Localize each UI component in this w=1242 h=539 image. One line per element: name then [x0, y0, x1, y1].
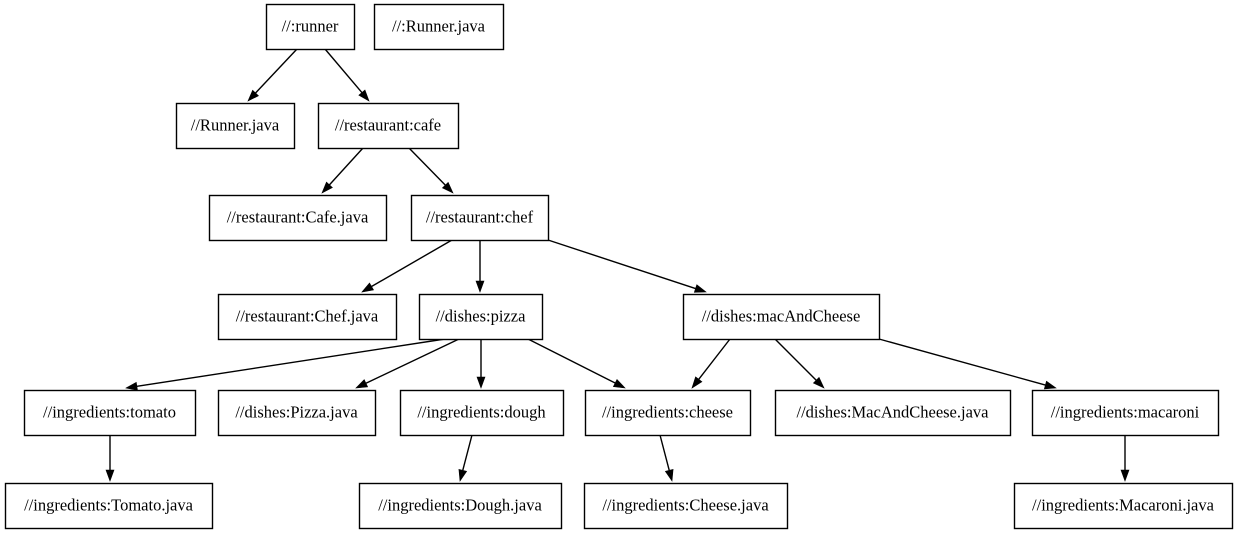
node-label: //ingredients:Cheese.java [602, 495, 769, 514]
graph-node[interactable]: //ingredients:tomato [23, 389, 197, 437]
node-label: //ingredients:macaroni [1051, 402, 1200, 421]
graph-edge [527, 338, 626, 389]
node-box[interactable] [265, 3, 356, 51]
graph-node[interactable]: //Runner.java [175, 102, 296, 150]
node-label: //restaurant:chef [426, 207, 534, 226]
node-label: //restaurant:Chef.java [236, 306, 379, 325]
graph-edge [355, 338, 460, 389]
edges-layer [105, 48, 1130, 482]
graph-node[interactable]: //dishes:MacAndCheese.java [774, 389, 1012, 437]
node-box[interactable] [399, 389, 565, 437]
graph-node[interactable]: //ingredients:Tomato.java [4, 482, 214, 530]
graph-node[interactable]: //dishes:macAndCheese [682, 293, 881, 341]
node-label: //ingredients:Dough.java [378, 495, 542, 514]
graph-edge [774, 338, 825, 389]
node-label: //ingredients:tomato [43, 402, 176, 421]
graph-edge [458, 434, 473, 482]
graph-node[interactable]: //:Runner.java [373, 3, 505, 51]
graph-edge [105, 435, 115, 482]
graph-edge [321, 147, 364, 194]
graph-edge [475, 240, 485, 293]
node-box[interactable] [418, 293, 544, 341]
graph-edge [247, 48, 298, 102]
graph-node[interactable]: //ingredients:macaroni [1031, 389, 1220, 437]
node-box[interactable] [1013, 482, 1234, 530]
node-box[interactable] [373, 3, 505, 51]
graph-edge [361, 239, 453, 293]
graph-node[interactable]: //dishes:pizza [418, 293, 544, 341]
graph-edge [1120, 435, 1130, 482]
node-box[interactable] [217, 389, 377, 437]
node-label: //dishes:MacAndCheese.java [797, 402, 990, 421]
node-box[interactable] [23, 389, 197, 437]
graph-node[interactable]: //restaurant:Chef.java [217, 293, 398, 341]
node-label: //dishes:macAndCheese [702, 306, 861, 325]
graph-edge [659, 434, 674, 482]
node-box[interactable] [358, 482, 563, 530]
node-label: //ingredients:dough [417, 402, 546, 421]
graph-edge [476, 339, 486, 389]
node-label: //dishes:pizza [436, 306, 526, 325]
graph-node[interactable]: //:runner [265, 3, 356, 51]
graph-node[interactable]: //ingredients:Dough.java [358, 482, 563, 530]
graph-node[interactable]: //restaurant:Cafe.java [208, 194, 388, 242]
node-box[interactable] [682, 293, 881, 341]
graph-node[interactable]: //ingredients:Macaroni.java [1013, 482, 1234, 530]
node-box[interactable] [410, 194, 550, 242]
graph-edge [408, 147, 454, 194]
node-label: //ingredients:Macaroni.java [1032, 495, 1215, 514]
node-label: //Runner.java [191, 115, 280, 134]
graph-edge [547, 239, 707, 293]
node-box[interactable] [4, 482, 214, 530]
node-box[interactable] [774, 389, 1012, 437]
graph-node[interactable]: //ingredients:dough [399, 389, 565, 437]
node-label: //:runner [282, 16, 339, 35]
node-box[interactable] [584, 389, 752, 437]
node-box[interactable] [1031, 389, 1220, 437]
node-label: //ingredients:Tomato.java [24, 495, 194, 514]
graph-edge [878, 338, 1057, 390]
graph-node[interactable]: //restaurant:chef [410, 194, 550, 242]
graph-edge [324, 48, 370, 102]
graph-node[interactable]: //ingredients:Cheese.java [583, 482, 789, 530]
node-label: //restaurant:cafe [335, 115, 441, 134]
node-box[interactable] [208, 194, 388, 242]
node-label: //restaurant:Cafe.java [227, 207, 369, 226]
node-box[interactable] [217, 293, 398, 341]
graph-node[interactable]: //restaurant:cafe [317, 102, 460, 150]
node-label: //dishes:Pizza.java [235, 402, 358, 421]
node-box[interactable] [317, 102, 460, 150]
node-box[interactable] [175, 102, 296, 150]
graph-node[interactable]: //dishes:Pizza.java [217, 389, 377, 437]
nodes-layer: //:runner //:Runner.java //Runner.java //re… [4, 3, 1234, 530]
graph-node[interactable]: //ingredients:cheese [584, 389, 752, 437]
graph-edge [691, 338, 731, 389]
graph-edge [125, 338, 446, 391]
node-label: //ingredients:cheese [602, 402, 733, 421]
node-label: //:Runner.java [392, 16, 486, 35]
node-box[interactable] [583, 482, 789, 530]
